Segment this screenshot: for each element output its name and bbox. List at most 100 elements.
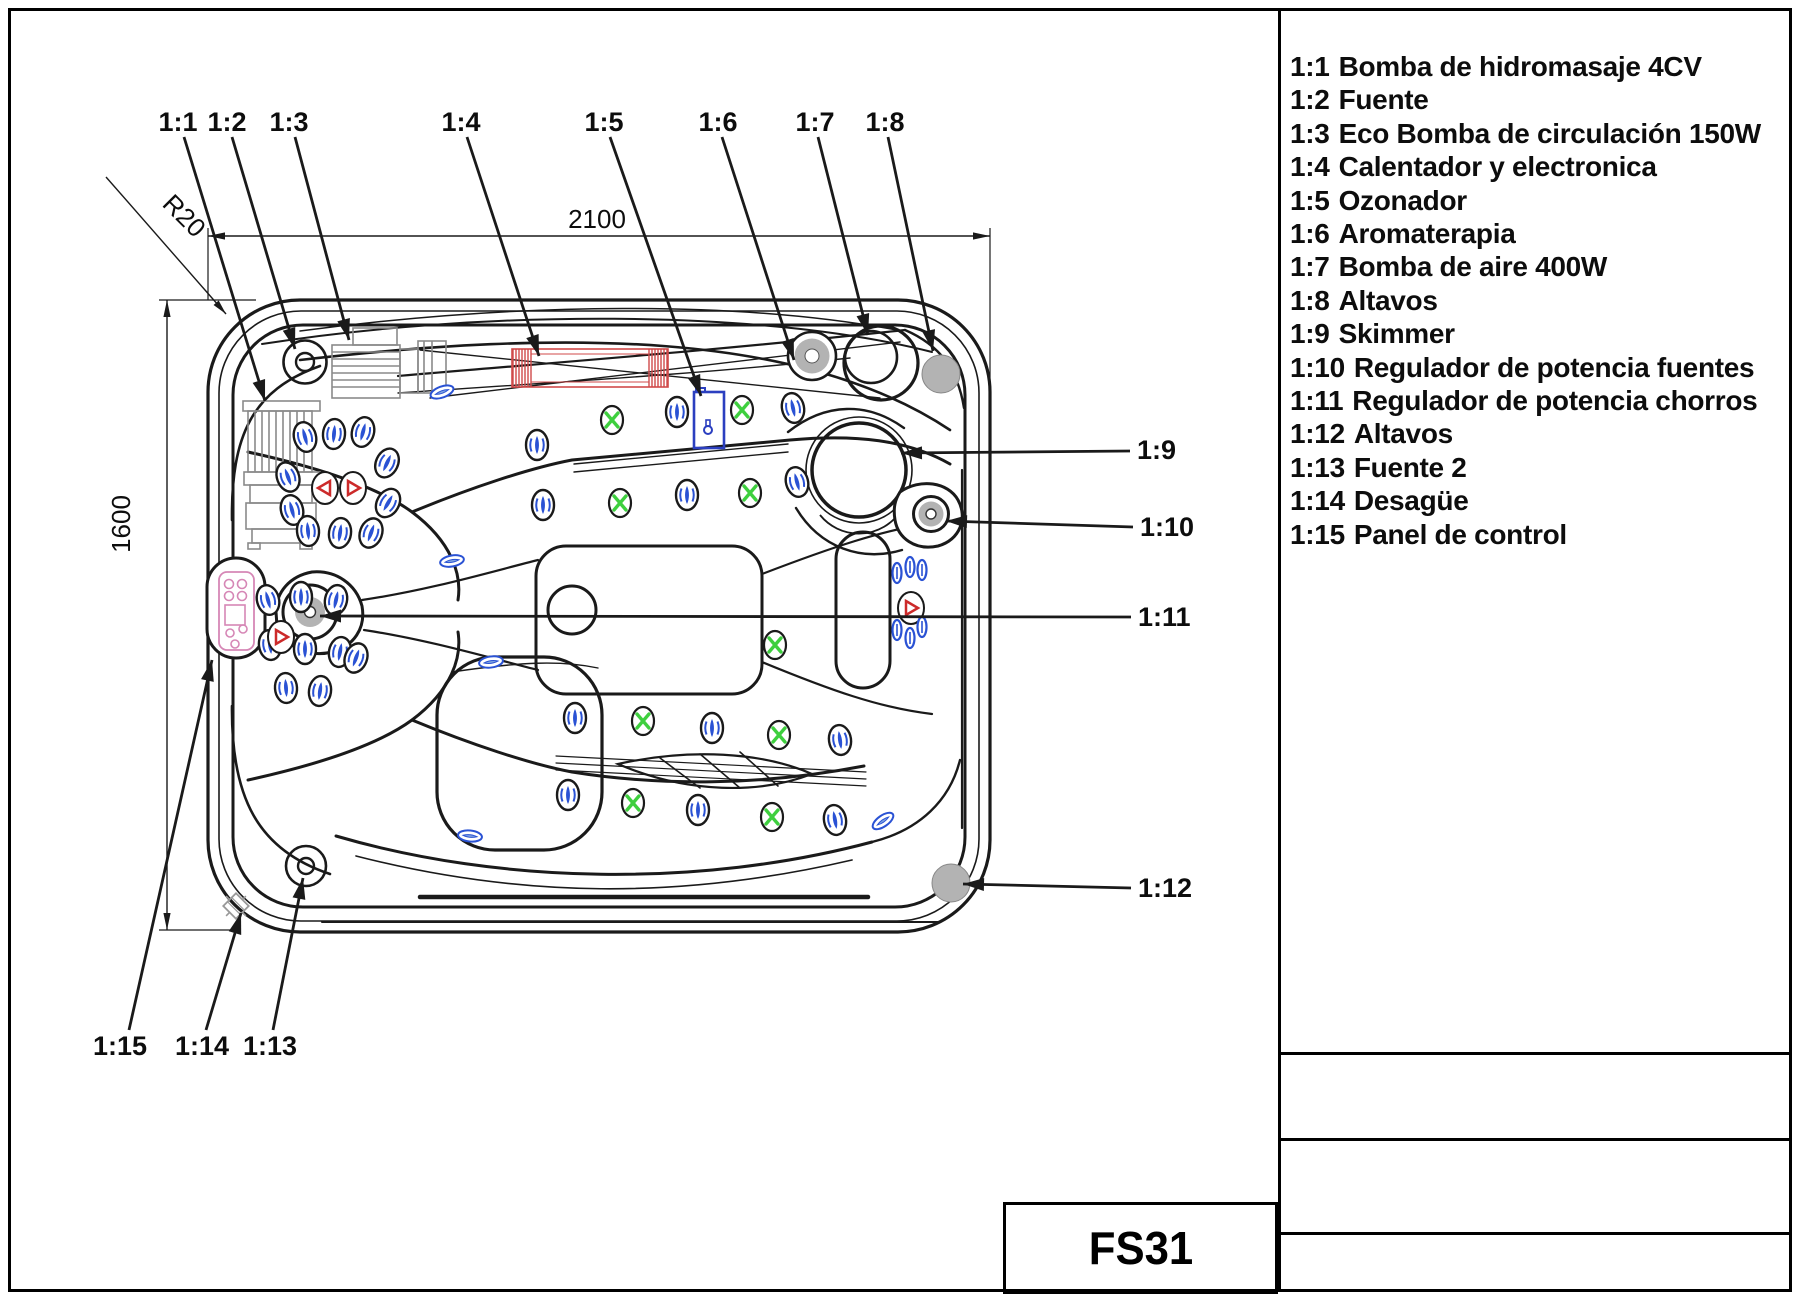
callout-label: 1:7	[795, 107, 834, 137]
massage-jet-blue	[685, 793, 711, 827]
fountain-1	[282, 339, 328, 385]
lounger-jet-flat	[457, 829, 483, 843]
speaker-top	[921, 354, 961, 394]
massage-jet-green	[620, 787, 646, 819]
massage-jet-green	[599, 404, 625, 436]
legend-item-label: Aromaterapia	[1338, 218, 1516, 250]
right-seat-pillow	[834, 530, 892, 690]
callout-1-4: 1:4	[441, 107, 541, 357]
legend-item-label: Calentador y electronica	[1338, 151, 1657, 183]
massage-jet-blue	[279, 494, 305, 526]
legend-item-ref: 1:2	[1290, 84, 1330, 116]
heater-element	[511, 348, 669, 388]
massage-jet-green	[762, 629, 788, 661]
legend-item-label: Altavos	[1338, 284, 1438, 316]
legend-item-label: Fuente 2	[1353, 451, 1467, 483]
lower-lounge-seat	[435, 655, 604, 852]
massage-jet-blue	[295, 514, 321, 548]
air-pump	[842, 324, 920, 402]
massage-jet-green	[630, 705, 656, 737]
legend-item-label: Regulador de potencia chorros	[1352, 385, 1758, 417]
massage-jet-blue	[664, 395, 690, 429]
jets-layer	[255, 384, 928, 843]
mini-jet-blue	[916, 558, 928, 582]
lounger-jet-flat	[439, 554, 465, 568]
legend-item-label: Bomba de aire 400W	[1338, 251, 1608, 283]
massage-jet-blue	[374, 487, 402, 519]
massage-jet-blue	[784, 466, 810, 498]
legend-item-ref: 1:6	[1290, 218, 1330, 250]
fountain-regulator-knob[interactable]	[892, 482, 964, 549]
callout-1-11: 1:11	[319, 602, 1191, 632]
massage-jet-blue	[358, 517, 384, 549]
mini-jet-blue	[904, 555, 916, 579]
legend-item-label: Altavos	[1353, 418, 1453, 450]
legend-item-label: Skimmer	[1338, 318, 1456, 350]
massage-jet-blue	[275, 461, 301, 493]
massage-jet-blue	[343, 642, 369, 674]
callout-label: 1:3	[269, 107, 308, 137]
callout-1-10: 1:10	[945, 512, 1194, 542]
callout-label: 1:11	[1138, 602, 1191, 632]
massage-jet-blue	[827, 723, 853, 757]
control-panel[interactable]	[205, 556, 267, 660]
model-code: FS31	[1088, 1222, 1193, 1274]
massage-jet-green	[759, 801, 785, 833]
legend-item-ref: 1:7	[1290, 251, 1330, 283]
legend-item-ref: 1:13	[1290, 451, 1345, 483]
legend-item-label: Ozonador	[1338, 184, 1468, 216]
lounger-contour	[614, 753, 815, 790]
lounger-jet-flat	[478, 655, 504, 669]
legend-item-label: Eco Bomba de circulación 150W	[1338, 117, 1762, 149]
footwell-drain-circle	[546, 584, 598, 636]
legend-item-ref: 1:10	[1290, 351, 1345, 383]
legend-item-label: Fuente	[1338, 84, 1429, 116]
callout-label: 1:2	[207, 107, 246, 137]
callout-1-13: 1:13	[243, 877, 306, 1061]
massage-jet-blue	[307, 674, 333, 708]
callout-label: 1:9	[1137, 435, 1176, 465]
legend-item-label: Regulador de potencia fuentes	[1353, 351, 1755, 383]
legend-item-label: Panel de control	[1353, 518, 1567, 550]
callout-1-12: 1:12	[962, 873, 1192, 903]
title-block-row-line	[1281, 1138, 1789, 1141]
callout-label: 1:10	[1140, 512, 1194, 542]
massage-jet-blue	[292, 632, 318, 666]
massage-jet-blue	[273, 671, 299, 705]
dimension-width-label: 2100	[568, 204, 626, 234]
massage-jet-blue	[780, 391, 806, 425]
mini-jet-blue	[904, 626, 916, 650]
callout-1-7: 1:7	[795, 107, 870, 336]
title-block-row-line	[1281, 1052, 1789, 1055]
ozonator-unit	[692, 387, 726, 450]
callout-1-14: 1:14	[175, 912, 243, 1061]
legend-panel-divider	[1278, 8, 1281, 1292]
massage-jet-blue	[524, 428, 550, 462]
callout-label: 1:5	[584, 107, 623, 137]
callout-label: 1:14	[175, 1031, 229, 1061]
dimension-corner-radius: R20	[105, 176, 227, 315]
callout-label: 1:12	[1138, 873, 1192, 903]
massage-jet-blue	[562, 701, 588, 735]
callout-label: 1:8	[865, 107, 904, 137]
massage-jet-blue	[674, 478, 700, 512]
massage-jet-blue	[530, 488, 556, 522]
callout-label: 1:15	[93, 1031, 147, 1061]
callout-1-2: 1:2	[207, 107, 297, 350]
tub-shell	[206, 298, 992, 934]
legend-item-ref: 1:3	[1290, 117, 1330, 149]
legend-item-ref: 1:5	[1290, 184, 1330, 216]
